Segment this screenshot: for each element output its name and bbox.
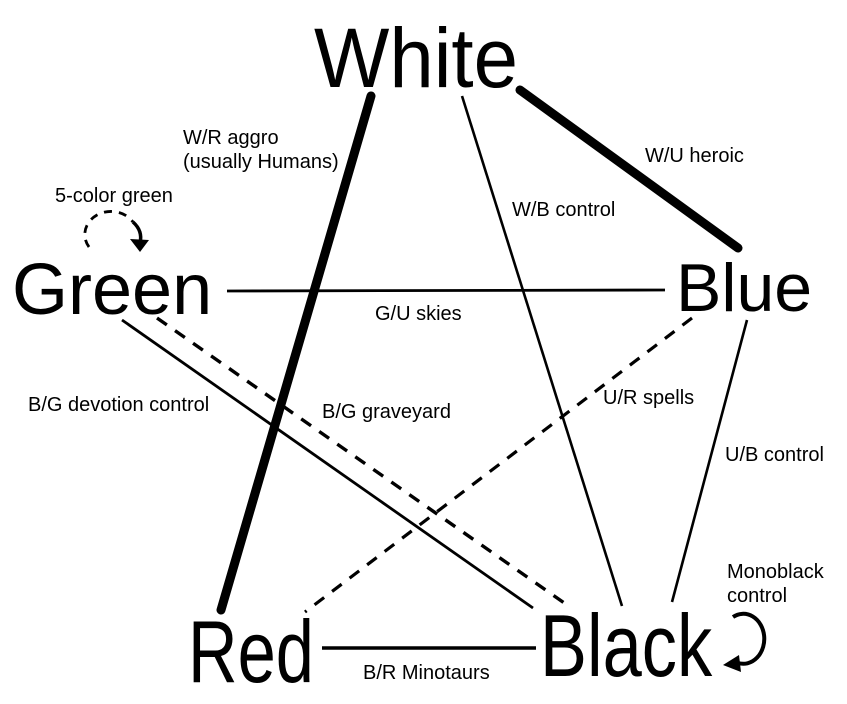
edge-label-gu-skies: G/U skies — [375, 303, 462, 325]
node-green: Green — [12, 250, 213, 330]
node-black: Black — [540, 596, 713, 695]
edge-green-black-devotion-line — [121, 318, 534, 610]
black-self-loop-arrowhead-icon — [723, 655, 741, 672]
edge-label-wr-aggro-line1: W/R aggro — [183, 127, 279, 149]
edge-blue-black-line — [670, 319, 749, 603]
edge-label-ur-spells: U/R spells — [603, 387, 695, 409]
edge-white-blue-line — [515, 85, 743, 253]
edge-green-blue-line — [226, 288, 666, 293]
node-red: Red — [188, 602, 314, 701]
green-self-loop-arrowhead-icon — [130, 239, 149, 252]
edge-blue-red-dashed-line — [304, 316, 693, 614]
edge-label-bg-graveyard: B/G graveyard — [322, 401, 451, 423]
node-white: White — [314, 11, 518, 105]
edge-label-ub-control: U/B control — [725, 444, 824, 466]
edge-label-wu-heroic: W/U heroic — [645, 145, 744, 167]
green-self-loop-arc — [83, 210, 135, 248]
edge-label-wr-aggro-line2: (usually Humans) — [183, 151, 339, 173]
edge-label-wb-control: W/B control — [512, 199, 616, 221]
edge-label-bg-devotion-control: B/G devotion control — [28, 394, 210, 416]
edge-label-br-minotaurs: B/R Minotaurs — [363, 662, 490, 684]
loop-label-5-color-green: 5-color green — [55, 185, 173, 207]
loop-label-monoblack-control: Monoblack control — [727, 560, 824, 608]
edge-green-black-graveyard-dashed-line — [156, 316, 571, 609]
black-self-loop-arc — [731, 611, 767, 666]
node-blue: Blue — [676, 250, 813, 326]
edge-white-black-line — [460, 95, 624, 607]
loop-label-monoblack-line1: Monoblack — [727, 561, 824, 583]
edge-white-red-line — [216, 91, 376, 615]
loop-label-monoblack-line2: control — [727, 585, 788, 607]
edge-label-wr-aggro: W/R aggro (usually Humans) — [183, 126, 339, 174]
